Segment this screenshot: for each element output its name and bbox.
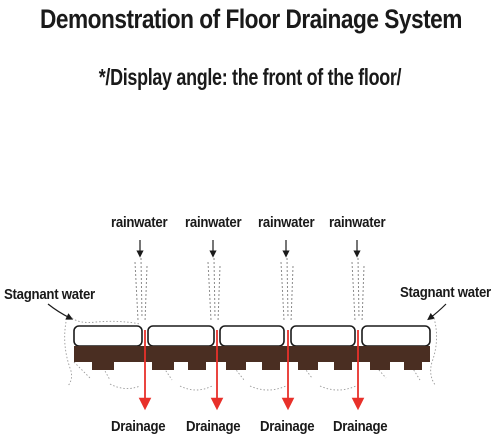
rainwater-label-3: rainwater bbox=[258, 214, 315, 231]
stagnant-pointer-left bbox=[47, 303, 74, 320]
floor-tile-5 bbox=[361, 325, 431, 347]
rainwater-label-2: rainwater bbox=[185, 214, 242, 231]
floor-tile-2 bbox=[147, 325, 215, 347]
floor-tile-4 bbox=[290, 325, 356, 347]
drainage-arrows bbox=[138, 330, 365, 411]
water-splash bbox=[64, 317, 437, 391]
rainwater-label-4: rainwater bbox=[329, 214, 386, 231]
floor-tiles bbox=[73, 325, 431, 347]
floor-base bbox=[74, 346, 430, 370]
stagnant-pointer-right bbox=[427, 303, 447, 321]
drainage-label-3: Drainage bbox=[260, 418, 315, 435]
diagram-title: Demonstration of Floor Drainage System bbox=[40, 4, 462, 34]
floor-tile-3 bbox=[219, 325, 285, 347]
stagnant-pointers bbox=[47, 303, 447, 321]
stagnant-water-label-left: Stagnant water bbox=[4, 286, 95, 303]
drainage-label-2: Drainage bbox=[186, 418, 241, 435]
drainage-label-4: Drainage bbox=[333, 418, 388, 435]
floor-tile-1 bbox=[73, 325, 143, 347]
rain-pointer-arrows bbox=[136, 240, 361, 258]
drainage-label-1: Drainage bbox=[111, 418, 166, 435]
diagram-subtitle: */Display angle: the front of the floor/ bbox=[98, 64, 402, 90]
rain-streaks bbox=[134, 257, 365, 323]
rainwater-label-1: rainwater bbox=[111, 214, 168, 231]
stagnant-water-label-right: Stagnant water bbox=[400, 284, 491, 301]
